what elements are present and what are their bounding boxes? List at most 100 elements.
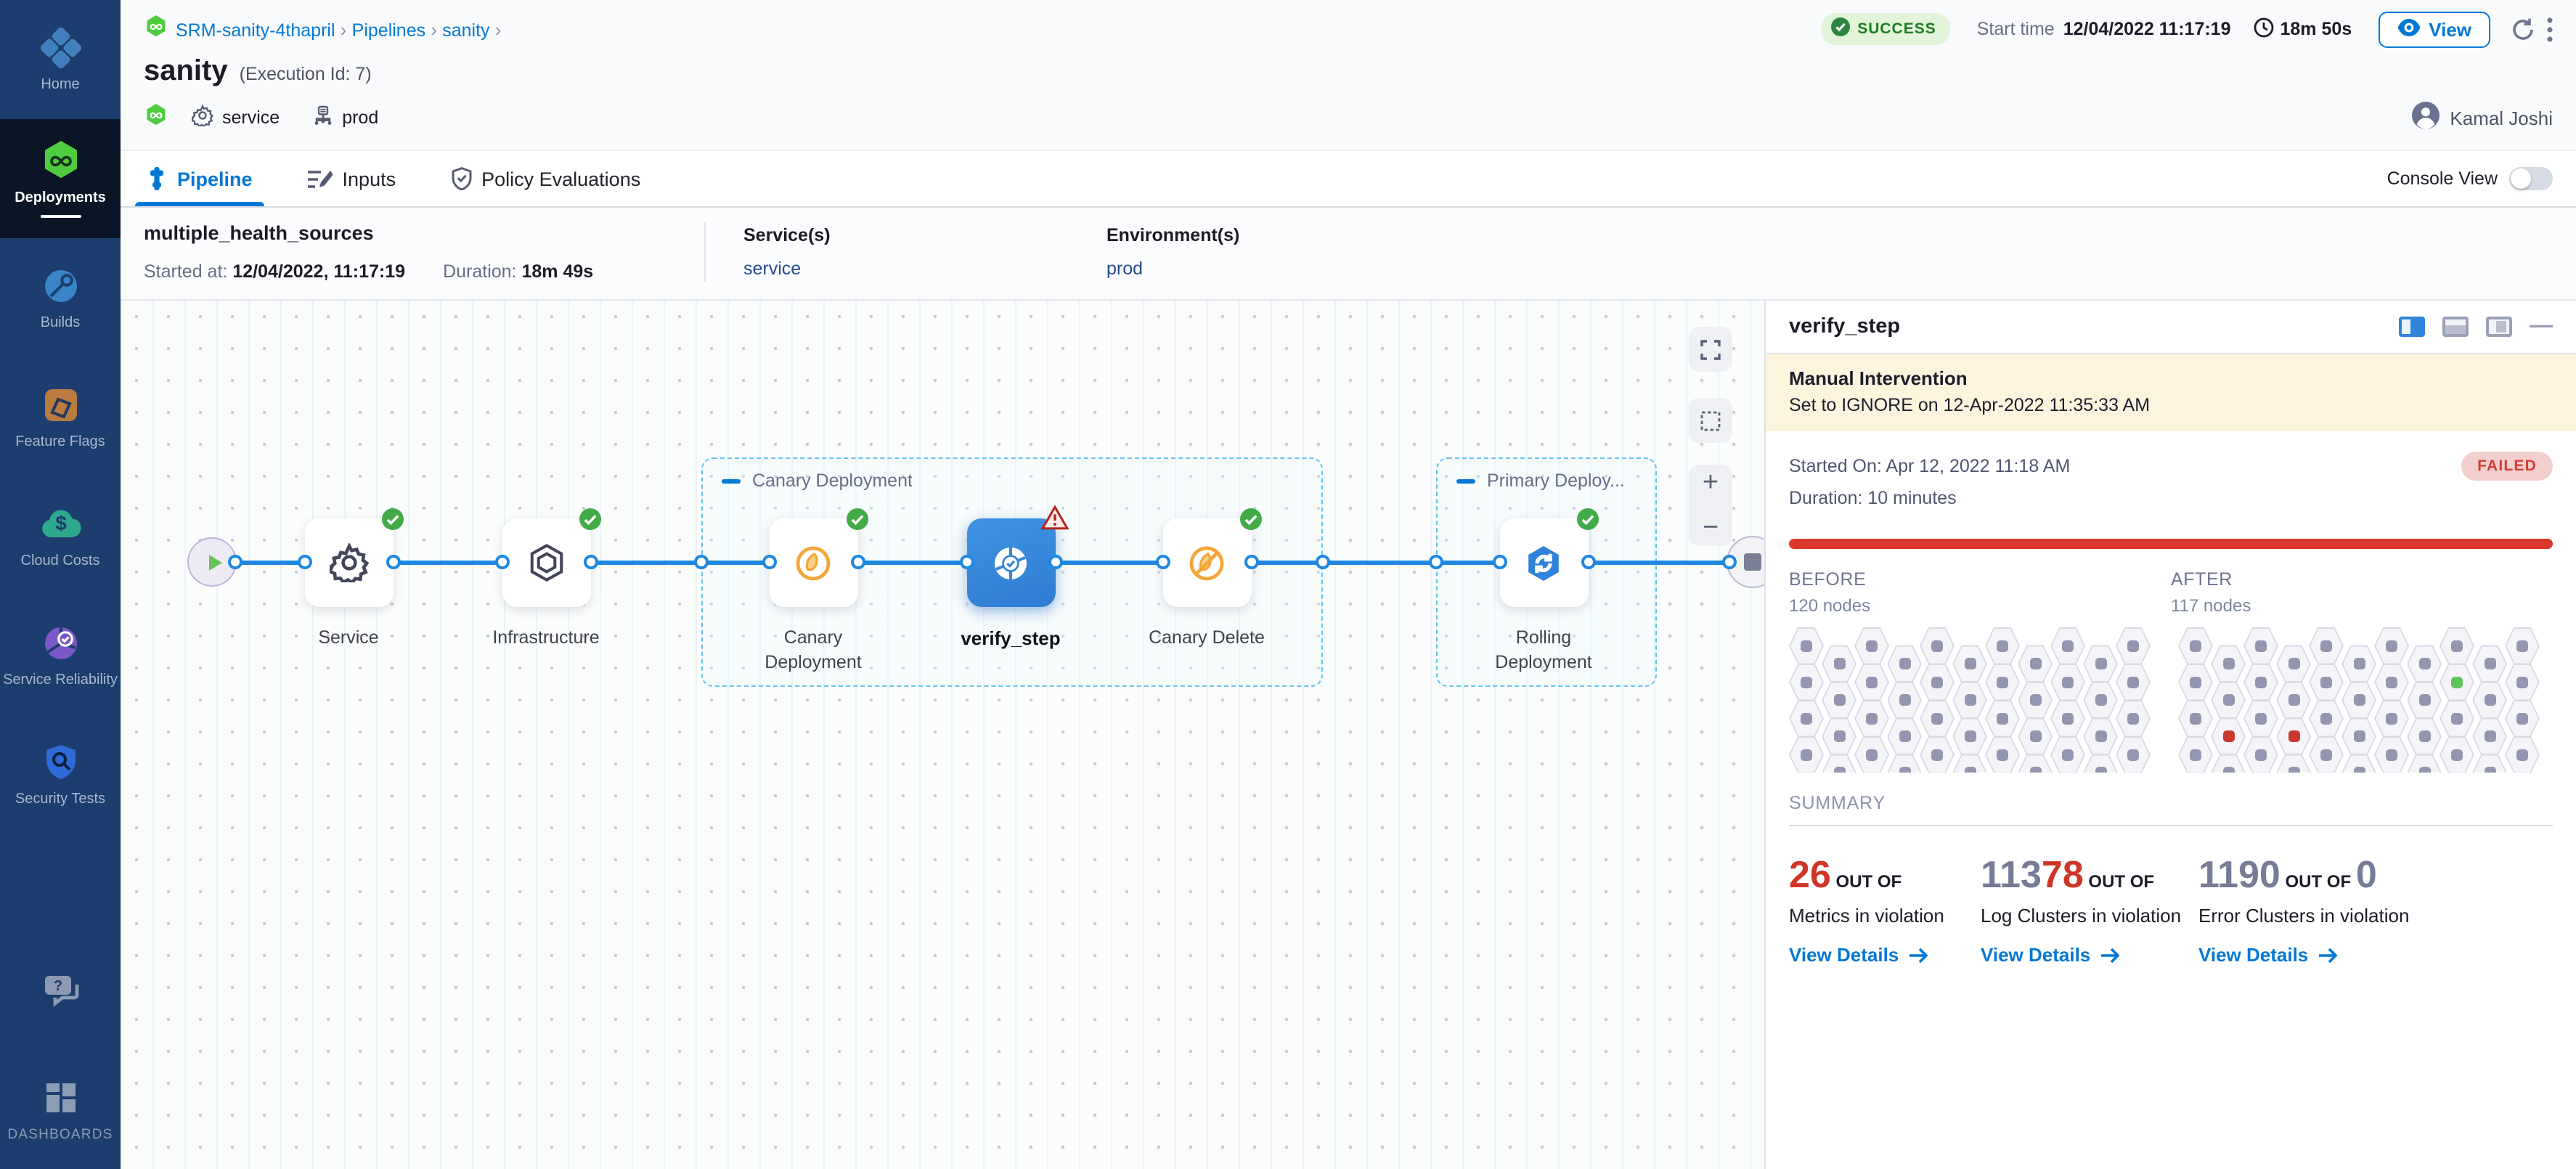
zoom-out-button[interactable]: − [1702, 513, 1719, 543]
started-at-label: Started at: [144, 261, 228, 282]
node-hexagon [2407, 754, 2442, 773]
node-hexagon [2407, 717, 2442, 756]
node-canary-deployment[interactable] [769, 508, 868, 607]
breadcrumb-link[interactable]: SRM-sanity-4thapril [176, 20, 335, 40]
node-hexagon [2309, 663, 2344, 701]
connector-dot [298, 554, 312, 569]
node-hexagon [2505, 627, 2540, 665]
layout-overlay-icon[interactable] [2486, 317, 2512, 337]
marquee-select-button[interactable] [1689, 398, 1732, 443]
before-node-grid [1789, 627, 2164, 773]
sidebar-item-cloud-costs[interactable]: $Cloud Costs [0, 476, 121, 595]
page-header: SRM-sanity-4thapril › Pipelines › sanity… [121, 0, 2576, 150]
breadcrumb-link[interactable]: Pipelines [351, 20, 426, 40]
node-hexagon [2211, 717, 2246, 756]
tab-label: Inputs [342, 168, 396, 190]
node-hexagon [1854, 663, 1889, 701]
node-hexagon [1985, 736, 2020, 773]
connector-dot [1048, 554, 1063, 569]
sidebar-item-help-chat[interactable]: ? [0, 931, 121, 1050]
view-details-link[interactable]: View Details [1789, 945, 1928, 966]
view-details-link[interactable]: View Details [2198, 945, 2337, 966]
summary-description: Error Clusters in violation [2198, 905, 2410, 927]
sidebar-item-label: DASHBOARDS [7, 1126, 113, 1143]
node-hexagon [1985, 663, 2020, 701]
sidebar-item-dashboards[interactable]: DASHBOARDS [0, 1050, 121, 1169]
environment-link[interactable]: prod [1106, 258, 1144, 279]
node-hexagon [2472, 681, 2507, 720]
home-icon [38, 25, 82, 69]
security-tests-icon [38, 740, 82, 783]
collapse-dash-icon[interactable] [1456, 478, 1475, 483]
view-button[interactable]: View [2378, 11, 2490, 47]
harness-cd-icon [144, 103, 168, 132]
node-hexagon [2407, 645, 2442, 683]
layout-split-right-icon[interactable] [2399, 317, 2425, 337]
fit-to-screen-button[interactable] [1689, 327, 1732, 372]
tab-inputs[interactable]: Inputs [305, 151, 399, 206]
arrow-right-icon [2099, 945, 2119, 966]
service-link[interactable]: service [743, 258, 802, 279]
node-rolling-deployment[interactable] [1499, 508, 1598, 607]
node-hexagon [2243, 627, 2278, 665]
node-canary-delete[interactable] [1162, 508, 1261, 607]
minimize-panel-icon[interactable]: — [2530, 314, 2553, 338]
zoom-in-button[interactable]: + [1702, 468, 1719, 498]
node-hexagon [2440, 627, 2474, 665]
node-hexagon [1789, 736, 1824, 773]
more-menu-button[interactable] [2547, 17, 2553, 41]
breadcrumb-separator: › [425, 18, 443, 40]
node-hexagon [1920, 736, 1955, 773]
sidebar-item-feature-flags[interactable]: Feature Flags [0, 357, 121, 476]
tab-policy-evaluations[interactable]: Policy Evaluations [448, 151, 643, 206]
canary-delete-icon [1186, 542, 1227, 583]
sidebar-item-home[interactable]: Home [0, 0, 121, 119]
refresh-button[interactable] [2511, 17, 2535, 41]
node-hexagon [2083, 681, 2118, 720]
node-hexagon [2116, 627, 2151, 665]
sidebar-item-deployments[interactable]: Deployments [0, 119, 121, 238]
before-label: BEFORE [1789, 569, 1867, 590]
node-hexagon [2178, 663, 2213, 701]
execution-id: (Execution Id: 7) [239, 64, 372, 84]
node-hexagon [2243, 663, 2278, 701]
pipeline-module-tag [144, 103, 168, 132]
node-verify-step[interactable] [966, 505, 1069, 607]
node-hexagon [1887, 681, 1922, 720]
node-hexagon [1789, 663, 1824, 701]
breadcrumb-link[interactable]: sanity [442, 20, 490, 40]
user-menu[interactable]: Kamal Joshi [2412, 102, 2553, 134]
start-time-label: Start time [1976, 19, 2055, 39]
stage-group-label: Primary Deploy... [1456, 471, 1625, 491]
sidebar-item-builds[interactable]: Builds [0, 238, 121, 357]
tab-pipeline[interactable]: Pipeline [135, 151, 264, 206]
services-label: Service(s) [743, 225, 831, 245]
collapse-dash-icon[interactable] [722, 478, 741, 483]
node-hexagon [1789, 627, 1824, 665]
node-hexagon [1920, 627, 1955, 665]
node-infrastructure[interactable] [502, 508, 600, 607]
service-tag: service [190, 104, 280, 131]
out-of-label: OUT OF [2083, 871, 2155, 892]
tab-label: Policy Evaluations [481, 168, 641, 190]
view-details-link[interactable]: View Details [1981, 945, 2119, 966]
node-hexagon [1854, 699, 1889, 738]
connector-dot [851, 554, 865, 569]
connector-dot [228, 554, 242, 569]
success-badge-icon [579, 508, 600, 530]
node-label: Service [318, 627, 379, 648]
breadcrumb-separator: › [489, 18, 502, 40]
node-hexagon [1822, 681, 1856, 720]
node-hexagon [2211, 645, 2246, 683]
node-service[interactable] [304, 508, 403, 607]
toggle-switch-icon[interactable] [2509, 167, 2553, 190]
sidebar-item-service-reliability[interactable]: Service Reliability [0, 595, 121, 714]
node-hexagon [2276, 754, 2311, 773]
layout-split-bottom-icon[interactable] [2442, 317, 2469, 337]
rolling-icon [1523, 542, 1564, 583]
console-view-toggle[interactable]: Console View [2387, 167, 2553, 190]
sidebar-item-security-tests[interactable]: Security Tests [0, 714, 121, 834]
